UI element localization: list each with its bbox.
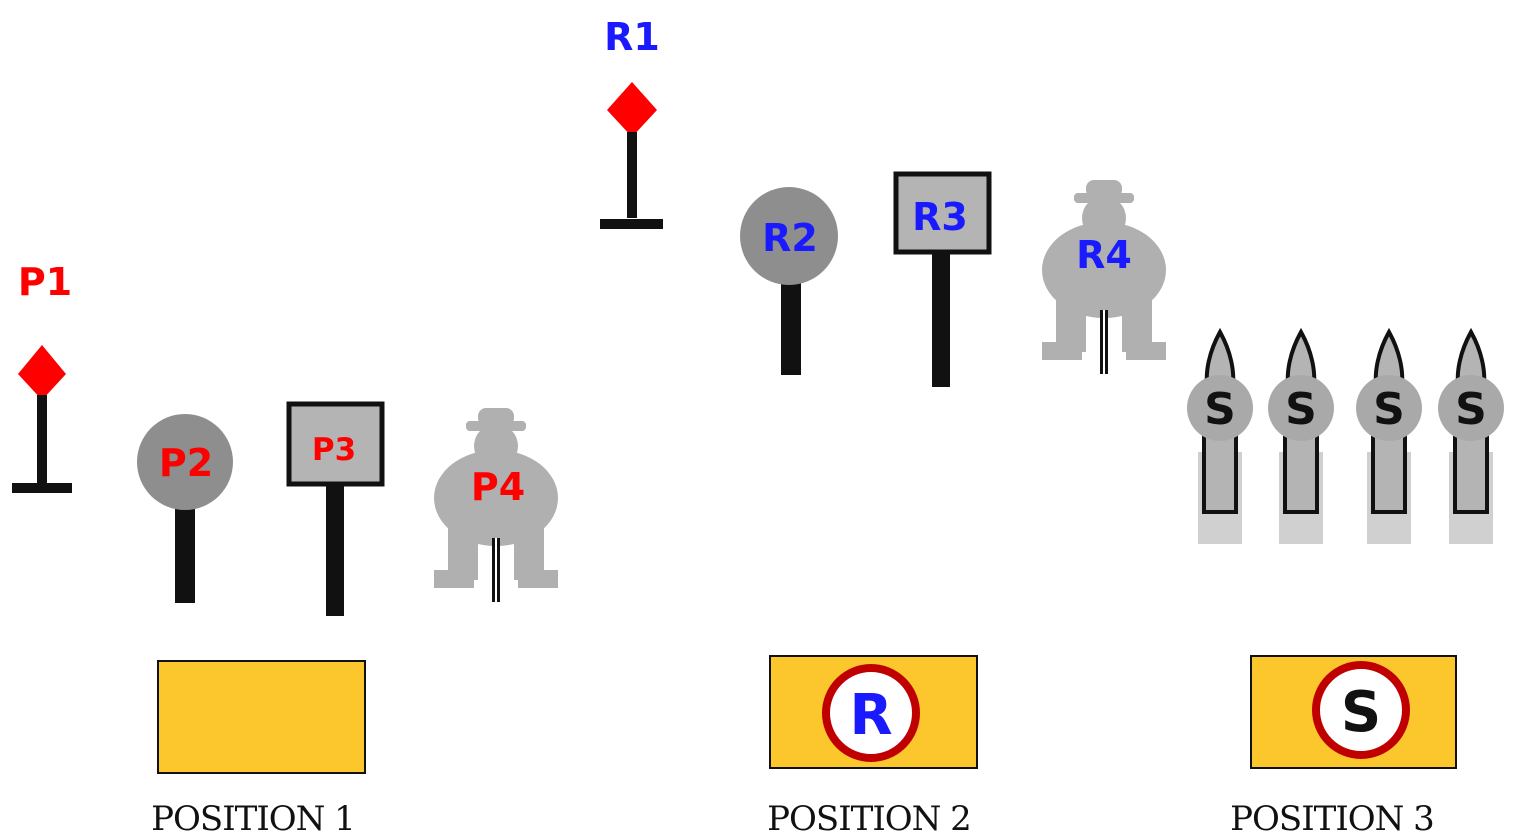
shotgun-target-label: S (1455, 384, 1487, 435)
rifle-target-group: R1 R2 R3 R4 (600, 15, 1166, 387)
target-label-r3: R3 (912, 195, 968, 239)
shotgun-target-label: S (1373, 384, 1405, 435)
position-2-label: POSITION 2 (767, 799, 971, 836)
target-label-p3: P3 (312, 432, 356, 468)
position-2: R POSITION 2 (767, 655, 978, 836)
r4-silhouette-target (1042, 180, 1166, 374)
position-1-box (157, 660, 366, 774)
pistol-target-group: P1 P2 P3 P4 (12, 260, 558, 616)
p3-square-plate-target (286, 401, 385, 616)
target-label-r2: R2 (762, 216, 818, 260)
shotgun-knockdown-target: S (1187, 327, 1253, 544)
p2-round-plate-target (137, 414, 233, 603)
shotgun-marker-icon (1312, 661, 1410, 759)
p4-silhouette-target (434, 408, 558, 602)
position-3-label: POSITION 3 (1230, 799, 1434, 836)
shotgun-knockdown-target: S (1438, 327, 1504, 544)
target-label-p1: P1 (18, 260, 72, 304)
r2-round-plate-target (740, 187, 838, 375)
position-2-marker: R (849, 683, 892, 748)
r1-diamond-target (600, 82, 663, 229)
target-label-p2: P2 (159, 441, 213, 485)
shotgun-target-group: S S S S (1187, 327, 1504, 544)
target-label-p4: P4 (471, 465, 525, 509)
position-1: POSITION 1 (151, 660, 366, 836)
shotgun-knockdown-target: S (1356, 327, 1422, 544)
shotgun-target-label: S (1285, 384, 1317, 435)
target-label-r1: R1 (604, 15, 660, 59)
p1-diamond-target (12, 345, 72, 493)
shotgun-knockdown-target: S (1268, 327, 1334, 544)
rifle-marker-icon (822, 664, 920, 762)
position-3: S POSITION 3 (1230, 655, 1457, 836)
target-label-r4: R4 (1076, 233, 1132, 277)
shotgun-target-label: S (1204, 384, 1236, 435)
position-1-label: POSITION 1 (151, 799, 355, 836)
position-3-marker: S (1341, 680, 1381, 745)
r3-square-plate-target (893, 171, 992, 387)
